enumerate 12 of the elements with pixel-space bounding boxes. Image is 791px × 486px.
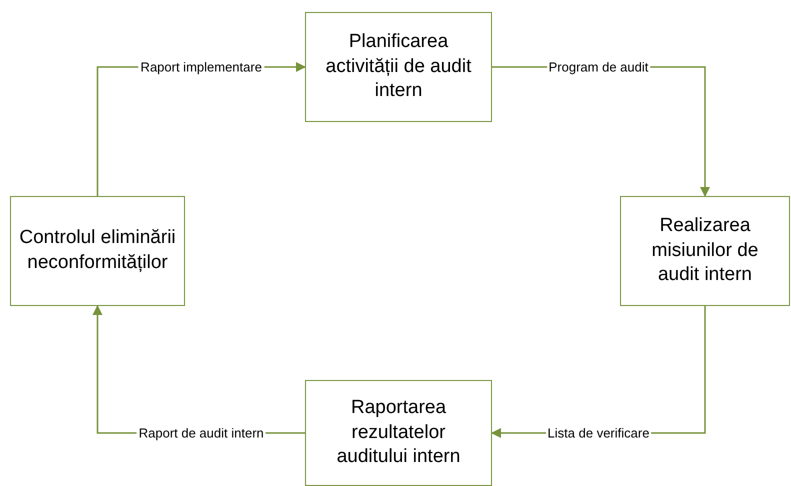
process-box — [10, 196, 185, 306]
edge-label: Raport implementare — [138, 60, 264, 74]
box-text: Realizarea misiunilor de audit intern — [650, 214, 760, 288]
box-text: Planificarea activității de audit intern — [324, 30, 472, 104]
box-text: Controlul eliminării neconformităților — [19, 226, 176, 275]
edge-label: Lista de verificare — [546, 426, 652, 440]
process-box — [305, 380, 492, 486]
process-box — [305, 12, 492, 122]
process-box — [620, 196, 790, 306]
edge-label: Program de audit — [546, 60, 650, 74]
box-text: Raportarea rezultatelor auditului intern — [336, 396, 462, 470]
edge-label: Raport de audit intern — [136, 426, 266, 440]
